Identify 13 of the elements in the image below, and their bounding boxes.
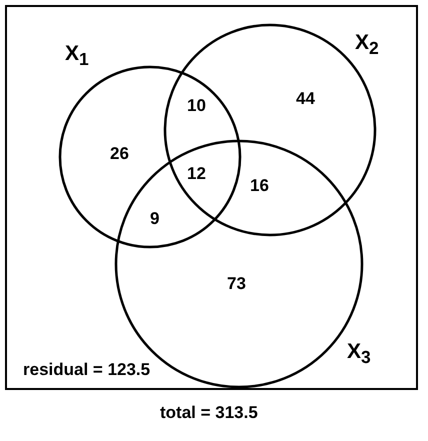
region-count: 26 xyxy=(110,145,129,162)
total-label: total = 313.5 xyxy=(160,404,258,421)
plot-frame xyxy=(5,5,418,390)
set-label: X$_{3}$ xyxy=(347,341,371,367)
region-count: 10 xyxy=(187,97,206,114)
region-count: 12 xyxy=(187,165,206,182)
set-label: X$_{1}$ xyxy=(65,43,89,69)
region-count: 73 xyxy=(227,275,246,292)
region-count: 44 xyxy=(296,90,315,107)
residual-label: residual = 123.5 xyxy=(23,361,150,378)
region-count: 9 xyxy=(150,210,160,227)
region-count: 16 xyxy=(250,177,269,194)
set-label: X$_{2}$ xyxy=(355,32,379,58)
